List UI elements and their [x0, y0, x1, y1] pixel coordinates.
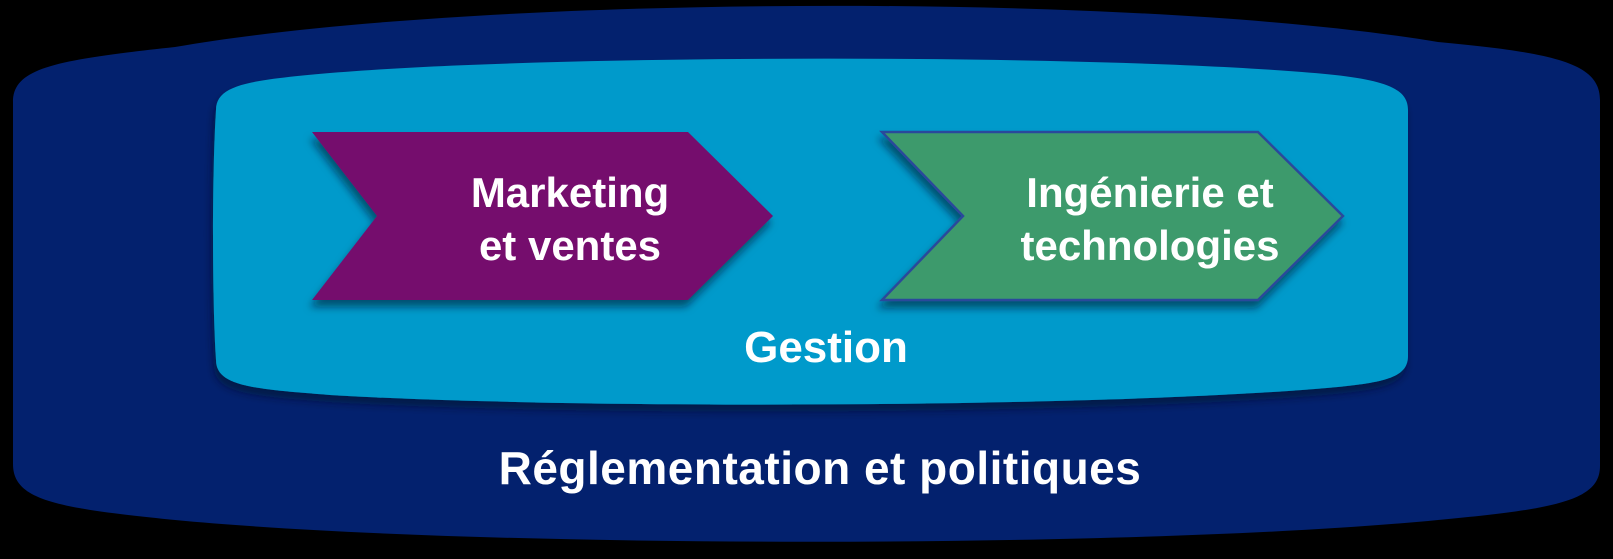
ingenierie-arrow-label-line2: technologies	[1020, 222, 1280, 269]
inner-band-label: Gestion	[744, 323, 908, 372]
ingenierie-arrow-label: Ingénierie et technologies	[965, 166, 1335, 272]
ingenierie-arrow-shape	[879, 130, 1345, 302]
ingenierie-arrow-label-line1: Ingénierie et	[1026, 169, 1274, 216]
marketing-arrow-label: Marketing et ventes	[385, 166, 755, 272]
marketing-arrow-label-line2: et ventes	[478, 222, 662, 269]
marketing-arrow-shape	[312, 132, 773, 300]
outer-band-label: Réglementation et politiques	[498, 442, 1142, 494]
marketing-arrow-label-line1: Marketing	[470, 169, 670, 216]
